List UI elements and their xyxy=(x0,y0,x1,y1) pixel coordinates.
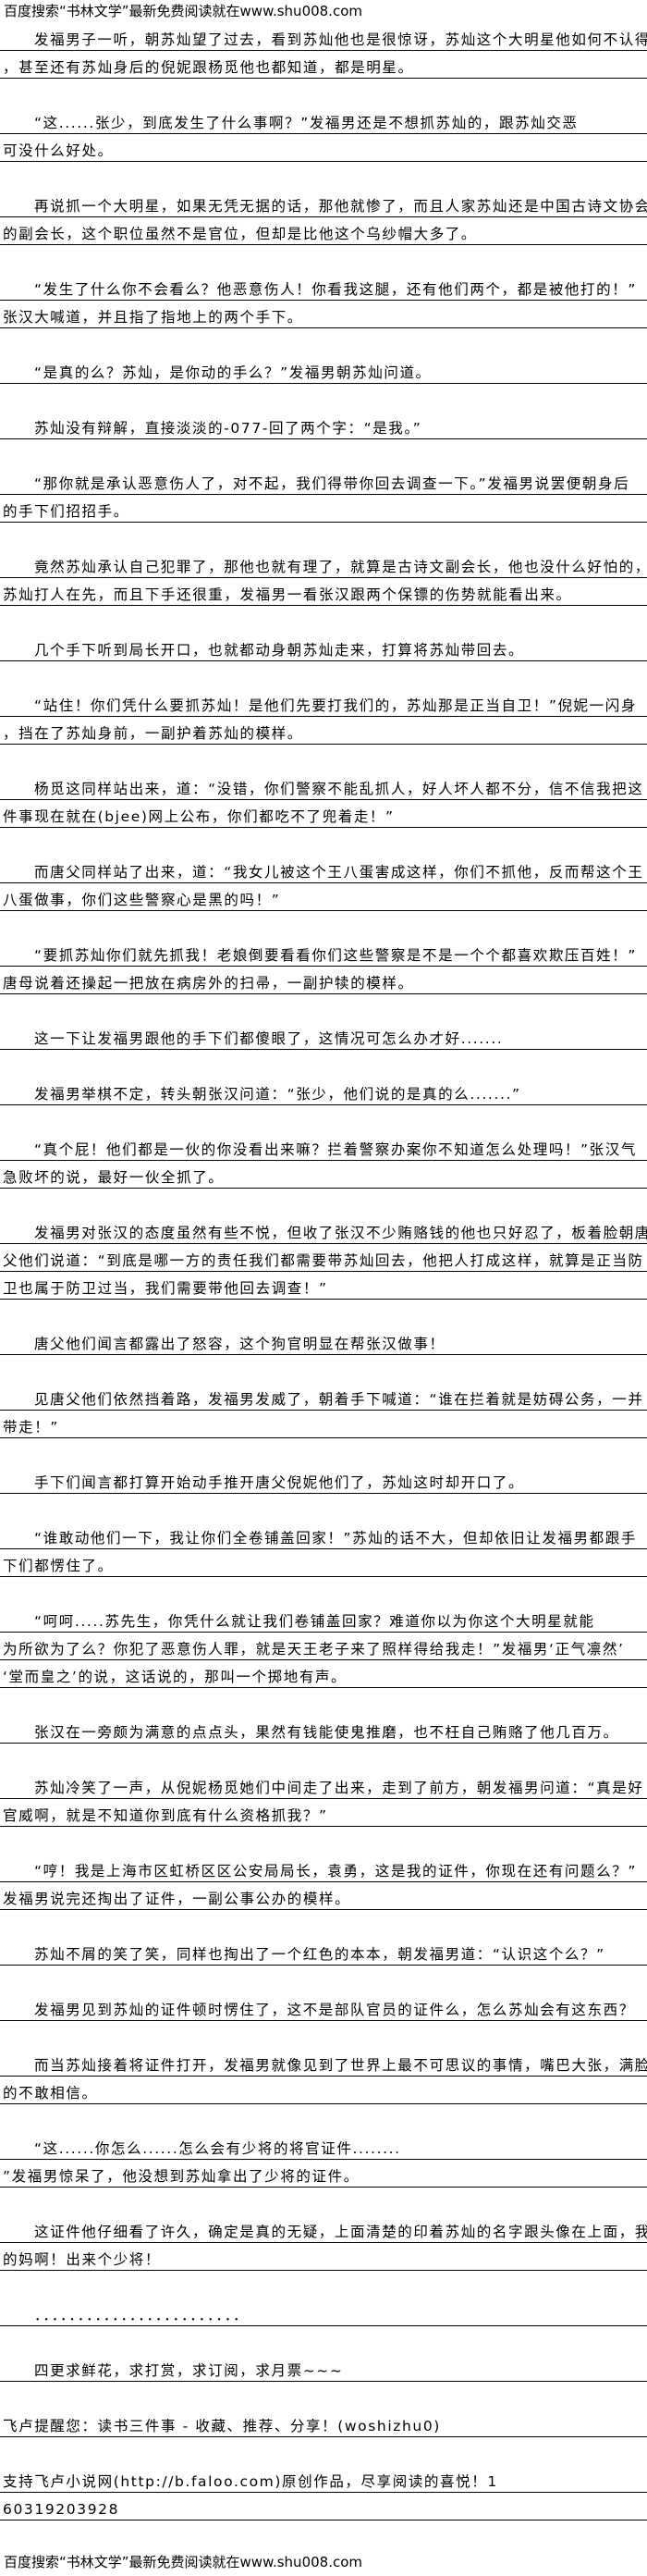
text-line: ”发福男惊呆了，他没想到苏灿拿出了少将的证件。 xyxy=(0,2160,647,2188)
paragraph: 而当苏灿接着将证件打开，发福男就像见到了世界上最不可思议的事情，嘴巴大张，满脸的… xyxy=(0,2049,647,2104)
paragraph: 唐父他们闻言都露出了怒容，这个狗官明显在帮张汉做事！ xyxy=(0,1327,647,1355)
text-line: 的妈啊！出来个少将！ xyxy=(0,2243,647,2271)
text-line: 急败坏的说，最好一伙全抓了。 xyxy=(0,1161,647,1189)
paragraph: “哼！我是上海市区虹桥区区公安局局长，袁勇，这是我的证件，你现在还有问题么？”发… xyxy=(0,1855,647,1910)
text-line: 下们都愣住了。 xyxy=(0,1549,647,1577)
text-line: 发福男子一听，朝苏灿望了过去，看到苏灿他也是很惊讶，苏灿这个大明星他如何不认得 xyxy=(0,23,647,51)
paragraph: 杨觅这同样站出来，道：“没错，你们警察不能乱抓人，好人坏人都不分，信不信我把这件… xyxy=(0,772,647,828)
text-line: 的不敢相信。 xyxy=(0,2077,647,2104)
paragraph: 见唐父他们依然挡着路，发福男发威了，朝着手下喊道：“谁在拦着就是妨碍公务，一并带… xyxy=(0,1383,647,1438)
text-line: 父他们说道：“到底是哪一方的责任我们都需要带苏灿回去，他把人打成这样，就算是正当… xyxy=(0,1244,647,1272)
text-line: ．．．．．．．．．．．．．．．．．．．．．．．． xyxy=(0,2299,647,2326)
text-line: “那你就是承认恶意伤人了，对不起，我们得带你回去调查一下。”发福男说罢便朝身后 xyxy=(0,467,647,495)
chapter-paragraphs: 发福男子一听，朝苏灿望了过去，看到苏灿他也是很惊讶，苏灿这个大明星他如何不认得，… xyxy=(0,23,647,2382)
text-line: 支持飞卢小说网(http://b.faloo.com)原创作品，尽享阅读的喜悦！… xyxy=(0,2465,647,2493)
text-line: 苏灿不屑的笑了笑，同样也掏出了一个红色的本本，朝发福男道：“认识这个么？” xyxy=(0,1938,647,1966)
text-line: 张汉在一旁颇为满意的点点头，果然有钱能使鬼推磨，也不枉自己贿赂了他几百万。 xyxy=(0,1716,647,1744)
paragraph: ．．．．．．．．．．．．．．．．．．．．．．．． xyxy=(0,2299,647,2326)
text-line: 手下们闻言都打算开始动手推开唐父倪妮他们了，苏灿这时却开口了。 xyxy=(0,1466,647,1494)
paragraph: 发福男见到苏灿的证件顿时愣住了，这不是部队官员的证件么，怎么苏灿会有这东西？ xyxy=(0,1993,647,2021)
paragraph: “那你就是承认恶意伤人了，对不起，我们得带你回去调查一下。”发福男说罢便朝身后的… xyxy=(0,467,647,523)
text-line: 发福男举棋不定，转头朝张汉问道：“张少，他们说的是真的么.......” xyxy=(0,1078,647,1105)
paragraph: 苏灿冷笑了一声，从倪妮杨觅她们中间走了出来，走到了前方，朝发福男问道：“真是好官… xyxy=(0,1771,647,1827)
text-line: “站住！你们凭什么要抓苏灿！是他们先要打我们的，苏灿那是正当自卫！”倪妮一闪身 xyxy=(0,689,647,717)
text-line: 而唐父同样站了出来，道：“我女儿被这个王八蛋害成这样，你们不抓他，反而帮这个王 xyxy=(0,856,647,883)
text-line: 再说抓一个大明星，如果无凭无据的话，那他就惨了，而且人家苏灿还是中国古诗文协会 xyxy=(0,190,647,217)
paragraph: 四更求鲜花，求打赏，求订阅，求月票~~~ xyxy=(0,2354,647,2382)
paragraph: “这......张少，到底发生了什么事啊？”发福男还是不想抓苏灿的，跟苏灿交恶可… xyxy=(0,106,647,162)
text-line: 杨觅这同样站出来，道：“没错，你们警察不能乱抓人，好人坏人都不分，信不信我把这 xyxy=(0,772,647,800)
paragraph: “呵呵.....苏先生，你凭什么就让我们卷铺盖回家？难道你以为你这个大明星就能为… xyxy=(0,1605,647,1688)
text-line: “发生了什么你不会看么？他恶意伤人！你看我这腿，还有他们两个，都是被他打的！” xyxy=(0,273,647,301)
paragraph: 这一下让发福男跟他的手下们都傻眼了，这情况可怎么办才好....... xyxy=(0,1022,647,1050)
text-line: “这......张少，到底发生了什么事啊？”发福男还是不想抓苏灿的，跟苏灿交恶 xyxy=(0,106,647,134)
text-line: “呵呵.....苏先生，你凭什么就让我们卷铺盖回家？难道你以为你这个大明星就能 xyxy=(0,1605,647,1633)
text-line: “哼！我是上海市区虹桥区区公安局局长，袁勇，这是我的证件，你现在还有问题么？” xyxy=(0,1855,647,1882)
paragraph: 再说抓一个大明星，如果无凭无据的话，那他就惨了，而且人家苏灿还是中国古诗文协会的… xyxy=(0,190,647,245)
paragraph: “谁敢动他们一下，我让你们全卷铺盖回家！”苏灿的话不大，但却依旧让发福男都跟手下… xyxy=(0,1522,647,1577)
text-line: “真个屁！他们都是一伙的你没看出来嘛？拦着警察办案你不知道怎么处理吗！”张汉气 xyxy=(0,1133,647,1161)
bottom-banner: 百度搜索“书林文学”最新免费阅读就在www.shu008.com xyxy=(4,2554,363,2570)
text-line: 唐母说着还操起一把放在病房外的扫帚，一副护犊的模样。 xyxy=(0,967,647,994)
text-line: 而当苏灿接着将证件打开，发福男就像见到了世界上最不可思议的事情，嘴巴大张，满脸 xyxy=(0,2049,647,2077)
text-line: 见唐父他们依然挡着路，发福男发威了，朝着手下喊道：“谁在拦着就是妨碍公务，一并 xyxy=(0,1383,647,1411)
text-line: 苏灿没有辩解，直接淡淡的-077-回了两个字：“是我。” xyxy=(0,412,647,439)
text-line: 为所欲为了么？你犯了恶意伤人罪，就是天王老子来了照样得给我走！”发福男‘正气凛然… xyxy=(0,1633,647,1660)
text-line: 发福男见到苏灿的证件顿时愣住了，这不是部队官员的证件么，怎么苏灿会有这东西？ xyxy=(0,1993,647,2021)
paragraph: 几个手下听到局长开口，也就都动身朝苏灿走来，打算将苏灿带回去。 xyxy=(0,634,647,661)
text-line: ，挡在了苏灿身前，一副护着苏灿的模样。 xyxy=(0,717,647,745)
text-line: “是真的么？苏灿，是你动的手么？”发福男朝苏灿问道。 xyxy=(0,356,647,384)
paragraph: “是真的么？苏灿，是你动的手么？”发福男朝苏灿问道。 xyxy=(0,356,647,384)
text-line: 带走！” xyxy=(0,1411,647,1438)
text-line: 发福男说完还掏出了证件，一副公事公办的模样。 xyxy=(0,1882,647,1910)
text-line: ‘堂而皇之’的说，这话说的，那叫一个掷地有声。 xyxy=(0,1660,647,1688)
paragraph: “要抓苏灿你们就先抓我！老娘倒要看看你们这些警察是不是一个个都喜欢欺压百姓！”唐… xyxy=(0,939,647,994)
text-line: “谁敢动他们一下，我让你们全卷铺盖回家！”苏灿的话不大，但却依旧让发福男都跟手 xyxy=(0,1522,647,1549)
paragraph: 竟然苏灿承认自己犯罪了，那他也就有理了，就算是古诗文副会长，他也没什么好怕的，苏… xyxy=(0,550,647,606)
paragraph: 苏灿没有辩解，直接淡淡的-077-回了两个字：“是我。” xyxy=(0,412,647,439)
text-line: 的副会长，这个职位虽然不是官位，但却是比他这个乌纱帽大多了。 xyxy=(0,217,647,245)
paragraph: 发福男对张汉的态度虽然有些不悦，但收了张汉不少贿赂钱的他也只好忍了，板着脸朝唐父… xyxy=(0,1216,647,1300)
paragraph: “这......你怎么......怎么会有少将的将官证件........”发福男… xyxy=(0,2132,647,2188)
paragraph: “站住！你们凭什么要抓苏灿！是他们先要打我们的，苏灿那是正当自卫！”倪妮一闪身，… xyxy=(0,689,647,745)
text-line: ，甚至还有苏灿身后的倪妮跟杨觅他也都知道，都是明星。 xyxy=(0,51,647,79)
paragraph: “发生了什么你不会看么？他恶意伤人！你看我这腿，还有他们两个，都是被他打的！”张… xyxy=(0,273,647,328)
text-line: “这......你怎么......怎么会有少将的将官证件........ xyxy=(0,2132,647,2160)
text-line: 官威啊，就是不知道你到底有什么资格抓我？” xyxy=(0,1799,647,1827)
text-line: 60319203928 xyxy=(0,2493,647,2521)
footer-notes: 飞卢提醒您：读书三件事 - 收藏、推荐、分享！(woshizhu0) 支持飞卢小说… xyxy=(0,2410,647,2521)
text-line: 件事现在就在(bjee)网上公布，你们都吃不了兜着走！” xyxy=(0,800,647,828)
text-line: “要抓苏灿你们就先抓我！老娘倒要看看你们这些警察是不是一个个都喜欢欺压百姓！” xyxy=(0,939,647,967)
text-line: 可没什么好处。 xyxy=(0,134,647,162)
text-line: 飞卢提醒您：读书三件事 - 收藏、推荐、分享！(woshizhu0) xyxy=(0,2410,647,2437)
top-banner: 百度搜索“书林文学”最新免费阅读就在www.shu008.com xyxy=(4,3,363,19)
paragraph: 苏灿不屑的笑了笑，同样也掏出了一个红色的本本，朝发福男道：“认识这个么？” xyxy=(0,1938,647,1966)
paragraph: 手下们闻言都打算开始动手推开唐父倪妮他们了，苏灿这时却开口了。 xyxy=(0,1466,647,1494)
paragraph: 张汉在一旁颇为满意的点点头，果然有钱能使鬼推磨，也不枉自己贿赂了他几百万。 xyxy=(0,1716,647,1744)
chapter-content: 发福男子一听，朝苏灿望了过去，看到苏灿他也是很惊讶，苏灿这个大明星他如何不认得，… xyxy=(0,23,647,2576)
footer-note: 飞卢提醒您：读书三件事 - 收藏、推荐、分享！(woshizhu0) xyxy=(0,2410,647,2437)
text-line: 竟然苏灿承认自己犯罪了，那他也就有理了，就算是古诗文副会长，他也没什么好怕的， xyxy=(0,550,647,578)
paragraph: 发福男举棋不定，转头朝张汉问道：“张少，他们说的是真的么.......” xyxy=(0,1078,647,1105)
paragraph: 发福男子一听，朝苏灿望了过去，看到苏灿他也是很惊讶，苏灿这个大明星他如何不认得，… xyxy=(0,23,647,79)
text-line: 卫也属于防卫过当，我们需要带他回去调查！” xyxy=(0,1272,647,1300)
text-line: 八蛋做事，你们这些警察心是黑的吗！” xyxy=(0,883,647,911)
text-line: 苏灿打人在先，而且下手还很重，发福男一看张汉跟两个保镖的伤势就能看出来。 xyxy=(0,578,647,606)
footer-note: 支持飞卢小说网(http://b.faloo.com)原创作品，尽享阅读的喜悦！… xyxy=(0,2465,647,2521)
paragraph: “真个屁！他们都是一伙的你没看出来嘛？拦着警察办案你不知道怎么处理吗！”张汉气急… xyxy=(0,1133,647,1189)
paragraph: 而唐父同样站了出来，道：“我女儿被这个王八蛋害成这样，你们不抓他，反而帮这个王八… xyxy=(0,856,647,911)
text-line: 苏灿冷笑了一声，从倪妮杨觅她们中间走了出来，走到了前方，朝发福男问道：“真是好 xyxy=(0,1771,647,1799)
text-line: 四更求鲜花，求打赏，求订阅，求月票~~~ xyxy=(0,2354,647,2382)
text-line: 这证件他仔细看了许久，确定是真的无疑，上面清楚的印着苏灿的名字跟头像在上面，我 xyxy=(0,2215,647,2243)
text-line: 发福男对张汉的态度虽然有些不悦，但收了张汉不少贿赂钱的他也只好忍了，板着脸朝唐 xyxy=(0,1216,647,1244)
text-line: 张汉大喊道，并且指了指地上的两个手下。 xyxy=(0,301,647,328)
text-line: 这一下让发福男跟他的手下们都傻眼了，这情况可怎么办才好....... xyxy=(0,1022,647,1050)
text-line: 的手下们招招手。 xyxy=(0,495,647,523)
text-line: 几个手下听到局长开口，也就都动身朝苏灿走来，打算将苏灿带回去。 xyxy=(0,634,647,661)
text-line: 唐父他们闻言都露出了怒容，这个狗官明显在帮张汉做事！ xyxy=(0,1327,647,1355)
paragraph: 这证件他仔细看了许久，确定是真的无疑，上面清楚的印着苏灿的名字跟头像在上面，我的… xyxy=(0,2215,647,2271)
